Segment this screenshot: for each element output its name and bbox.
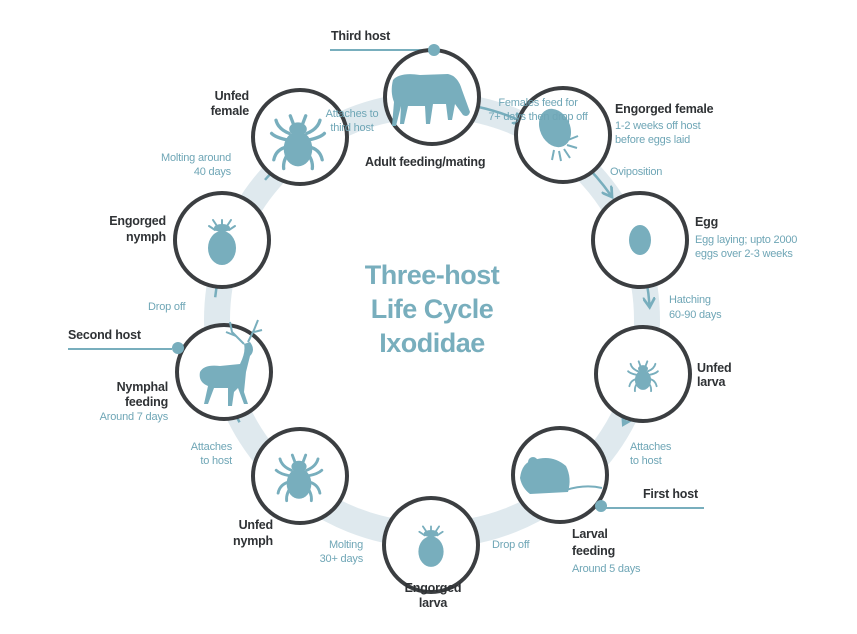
molting-40-text-2: 40 days: [193, 166, 231, 178]
hatching-text-1: Hatching: [669, 294, 711, 306]
second-host-label: Second host: [68, 328, 141, 342]
engorged-nymph-label-2: nymph: [126, 230, 166, 244]
oviposition-text: Oviposition: [610, 166, 663, 178]
nymphal-feeding-sub: Around 7 days: [99, 411, 169, 423]
unfed-female-label-1: Unfed: [214, 89, 250, 103]
unfed-female-label-2: female: [210, 104, 250, 118]
title-line-1: Three-host: [364, 260, 500, 290]
second-host-dot: [172, 342, 184, 354]
egg-sub-2: eggs over 2-3 weeks: [695, 248, 793, 260]
engorged-female-sub-1: 1-2 weeks off host: [615, 120, 701, 132]
nymphal-feeding-label-1: Nymphal: [116, 380, 169, 394]
unfed-larva-label-2: larva: [697, 375, 726, 389]
diagram-title: Three-host Life Cycle Ixodidae: [332, 258, 532, 360]
attaches-nymph-text-2: to host: [200, 455, 232, 467]
molting-40-text-1: Molting around: [161, 152, 231, 164]
attaches-larva-text-2: to host: [630, 455, 662, 467]
egg-sub-1: Egg laying; upto 2000: [695, 234, 798, 246]
attaches-larva-text-1: Attaches: [630, 441, 672, 453]
unfed-nymph-label-2: nymph: [233, 534, 273, 548]
attaches-third-text-2: third host: [330, 122, 374, 134]
nymphal-feeding-label-2: feeding: [124, 395, 168, 409]
engorged-female-sub-2: before eggs laid: [615, 134, 691, 146]
drop-off-nymph-text: Drop off: [148, 301, 186, 313]
larval-feeding-sub: Around 5 days: [572, 563, 641, 575]
rat-icon: [520, 457, 603, 494]
cow-icon: [391, 74, 470, 126]
attaches-nymph-text-1: Attaches: [190, 441, 232, 453]
molting-30-text-2: 30+ days: [319, 553, 364, 565]
engorged-female-label: Engorged female: [615, 102, 714, 116]
hatching-text-2: 60-90 days: [669, 309, 722, 321]
deer-icon: [199, 319, 263, 406]
larval-feeding-label-1: Larval: [572, 527, 608, 541]
unfed-larva-label-1: Unfed: [697, 361, 732, 375]
drop-off-larva-text: Drop off: [492, 539, 530, 551]
unfed-nymph-label-1: Unfed: [238, 518, 274, 532]
engorged-nymph-label-1: Engorged: [109, 214, 166, 228]
title-line-3: Ixodidae: [379, 328, 485, 358]
third-host-label: Third host: [331, 29, 391, 43]
females-feed-text-2: 7+ days then drop off: [488, 111, 588, 123]
engorged-larva-label-2: larva: [418, 596, 448, 610]
attaches-third-text-1: Attaches to: [325, 108, 379, 120]
egg-icon: [629, 225, 651, 255]
first-host-label: First host: [643, 487, 698, 501]
engorged-larva-label-1: Engorged: [404, 581, 462, 595]
larval-feeding-label-2: feeding: [572, 544, 616, 558]
title-line-2: Life Cycle: [370, 294, 494, 324]
engorged-female-tick-icon: [538, 108, 579, 162]
adult-feeding-label: Adult feeding/mating: [365, 155, 486, 169]
females-feed-text-1: Females feed for: [498, 97, 578, 109]
molting-30-text-1: Molting: [328, 539, 363, 551]
third-host-dot: [428, 44, 440, 56]
egg-label: Egg: [695, 215, 719, 229]
first-host-dot: [595, 500, 607, 512]
